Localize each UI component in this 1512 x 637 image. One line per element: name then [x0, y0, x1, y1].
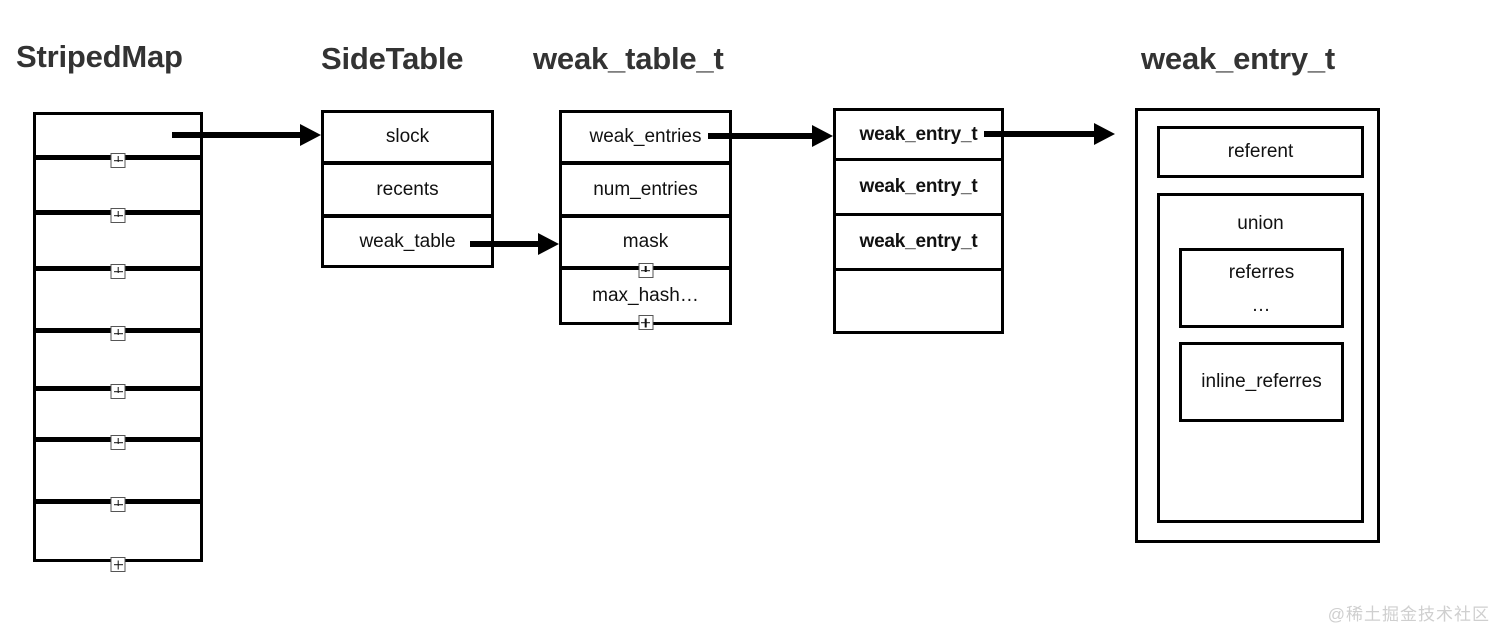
resize-handle-icon[interactable]: [110, 557, 126, 572]
weak-table-row-num-entries[interactable]: num_entries: [562, 165, 729, 218]
watermark: @稀土掘金技术社区: [1327, 605, 1490, 624]
side-table-struct: slock recents weak_table: [321, 110, 494, 268]
weak-entry-list-row[interactable]: weak_entry_t: [836, 216, 1001, 271]
resize-handle-icon[interactable]: [110, 208, 126, 223]
resize-handle-icon[interactable]: [638, 315, 653, 330]
side-table-row-weak-table[interactable]: weak_table: [324, 218, 491, 265]
resize-handle-icon[interactable]: [110, 497, 126, 512]
weak-entry-field-referent[interactable]: referent: [1157, 126, 1364, 178]
title-striped-map: StripedMap: [16, 39, 183, 74]
resize-handle-icon[interactable]: [110, 384, 126, 399]
striped-map-cell[interactable]: [36, 215, 200, 271]
weak-entry-union-box: union referres … inline_referres: [1157, 193, 1364, 523]
side-table-row-slock[interactable]: slock: [324, 113, 491, 165]
weak-table-t-struct: weak_entries num_entries mask max_hash…: [559, 110, 732, 330]
resize-handle-icon[interactable]: [110, 326, 126, 341]
weak-entry-list-struct: weak_entry_t weak_entry_t weak_entry_t: [833, 108, 1004, 334]
referres-ellipsis: …: [1251, 294, 1272, 316]
striped-map-cell[interactable]: [36, 504, 200, 562]
resize-handle-icon[interactable]: [110, 153, 126, 168]
referres-label: referres: [1228, 261, 1295, 283]
side-table-row-recents[interactable]: recents: [324, 165, 491, 218]
striped-map-cell[interactable]: [36, 333, 200, 391]
union-label: union: [1237, 213, 1284, 234]
striped-map-cell[interactable]: [36, 160, 200, 215]
title-side-table: SideTable: [321, 41, 464, 76]
weak-table-row-max-hash[interactable]: max_hash…: [562, 270, 729, 322]
striped-map-struct: [33, 112, 203, 572]
weak-entry-field-referres[interactable]: referres …: [1179, 248, 1344, 328]
resize-handle-icon[interactable]: [110, 264, 126, 279]
weak-table-row-mask[interactable]: mask: [562, 218, 729, 270]
weak-entry-field-inline-referres[interactable]: inline_referres: [1179, 342, 1344, 422]
striped-map-cell[interactable]: [36, 271, 200, 333]
weak-entry-list-row[interactable]: weak_entry_t: [836, 111, 1001, 161]
weak-entry-list-row-empty[interactable]: [836, 271, 1001, 331]
weak-table-row-weak-entries[interactable]: weak_entries: [562, 113, 729, 165]
resize-handle-icon[interactable]: [638, 263, 653, 278]
striped-map-cell[interactable]: [36, 442, 200, 504]
resize-handle-icon[interactable]: [110, 435, 126, 450]
title-weak-entry-t: weak_entry_t: [1141, 41, 1336, 76]
title-weak-table-t: weak_table_t: [533, 41, 724, 76]
weak-entry-detail-struct: referent union referres … inline_referre…: [1135, 108, 1380, 543]
weak-entry-list-row[interactable]: weak_entry_t: [836, 161, 1001, 216]
